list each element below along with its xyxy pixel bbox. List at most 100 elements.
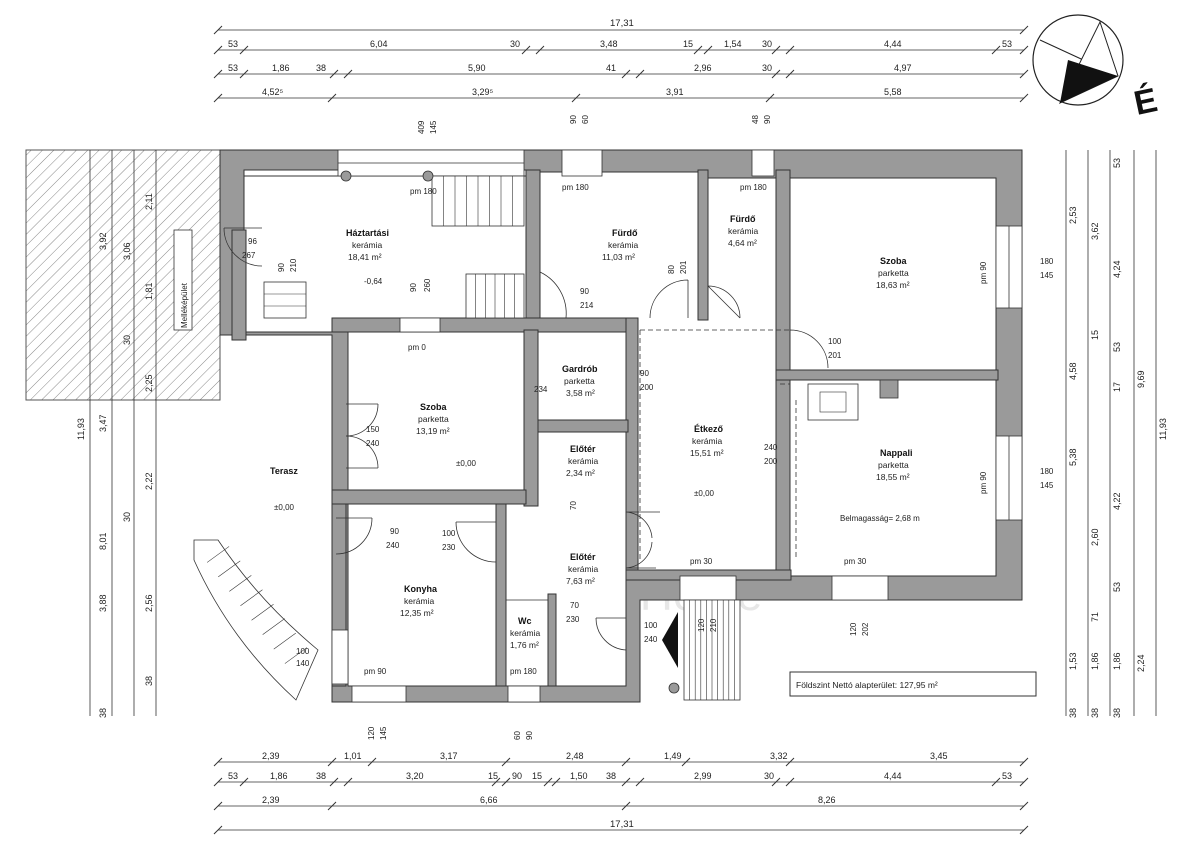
dim-top: 6,04 bbox=[370, 39, 388, 49]
opening-label: 180 bbox=[1040, 467, 1054, 476]
room-name: Terasz bbox=[270, 466, 298, 476]
room-floor: kerámia bbox=[728, 226, 759, 236]
room-area: 15,51 m² bbox=[690, 448, 724, 458]
drawing-line bbox=[1019, 25, 1029, 35]
opening-label: 145 bbox=[429, 120, 438, 134]
dim-bottom: 53 bbox=[1002, 771, 1012, 781]
dim-right: 38 bbox=[1090, 708, 1100, 718]
room-name: Wc bbox=[518, 616, 532, 626]
bottom-dimensions: 2,39 1,01 3,17 2,48 1,49 3,32 3,45 53 1,… bbox=[213, 751, 1029, 835]
level-mark: -0,64 bbox=[364, 277, 383, 286]
room-area: 2,34 m² bbox=[566, 468, 595, 478]
room-floor: parketta bbox=[878, 460, 909, 470]
room-name: Háztartási bbox=[346, 228, 389, 238]
opening-label: pm 0 bbox=[408, 343, 426, 352]
opening-label: 140 bbox=[296, 659, 310, 668]
dim-right: 2,24 bbox=[1136, 654, 1146, 672]
dim-top: 53 bbox=[228, 39, 238, 49]
room-floor: parketta bbox=[564, 376, 595, 386]
dim-right: 17 bbox=[1112, 382, 1122, 392]
opening-label: pm 180 bbox=[510, 667, 537, 676]
dim-bottom: 3,17 bbox=[440, 751, 458, 761]
dim-right: 38 bbox=[1112, 708, 1122, 718]
dim-bottom: 30 bbox=[764, 771, 774, 781]
dim-bottom: 53 bbox=[228, 771, 238, 781]
opening-label: 201 bbox=[828, 351, 842, 360]
room-name: Gardrób bbox=[562, 364, 598, 374]
drawing-line bbox=[213, 93, 223, 103]
opening-label: 100 bbox=[296, 647, 310, 656]
opening-label: 234 bbox=[534, 385, 548, 394]
level-mark: ±0,00 bbox=[456, 459, 477, 468]
level-mark: ±0,00 bbox=[274, 503, 295, 512]
opening-label: pm 90 bbox=[979, 471, 988, 494]
drawing-line bbox=[1019, 825, 1029, 835]
opening-label: 267 bbox=[242, 251, 256, 260]
drawing-line bbox=[785, 757, 795, 767]
drawing-line bbox=[213, 777, 223, 787]
dim-bottom: 2,48 bbox=[566, 751, 584, 761]
drawing-line bbox=[693, 45, 703, 55]
drawing-line bbox=[501, 777, 511, 787]
drawing-line bbox=[213, 825, 223, 835]
room-floor: parketta bbox=[418, 414, 449, 424]
drawing-line bbox=[229, 575, 252, 592]
opening-label: 90 bbox=[277, 263, 286, 272]
opening-label: 70 bbox=[570, 601, 579, 610]
dim-right: 4,22 bbox=[1112, 492, 1122, 510]
dim-right: 53 bbox=[1112, 342, 1122, 352]
room-area: 7,63 m² bbox=[566, 576, 595, 586]
room-floor: kerámia bbox=[568, 456, 599, 466]
room-area: 11,03 m² bbox=[602, 252, 635, 262]
dim-right: 9,69 bbox=[1136, 370, 1146, 388]
room-name: Szoba bbox=[880, 256, 907, 266]
drawing-line bbox=[621, 69, 631, 79]
room-name: Konyha bbox=[404, 584, 438, 594]
drawing-line bbox=[213, 757, 223, 767]
drawing-line bbox=[681, 757, 691, 767]
north-letter: É bbox=[1131, 81, 1161, 123]
area-legend: Földszint Nettó alapterület: 127,95 m² bbox=[789, 671, 1037, 697]
opening-label: 90 bbox=[580, 287, 589, 296]
drawing-line bbox=[785, 777, 795, 787]
dim-right: 53 bbox=[1112, 582, 1122, 592]
dim-bottom-total: 17,31 bbox=[610, 819, 634, 830]
drawing-line bbox=[703, 45, 713, 55]
drawing-line bbox=[262, 618, 285, 635]
dim-right: 1,53 bbox=[1068, 652, 1078, 670]
dim-bottom: 90 bbox=[512, 771, 522, 781]
opening-label: 230 bbox=[566, 615, 580, 624]
dim-right: 5,38 bbox=[1068, 448, 1078, 466]
drawing-line bbox=[621, 777, 631, 787]
dim-right: 4,24 bbox=[1112, 260, 1122, 278]
drawing-line bbox=[329, 777, 339, 787]
room-area: 3,58 m² bbox=[566, 388, 595, 398]
opening-label: pm 180 bbox=[740, 183, 767, 192]
dim-right: 71 bbox=[1090, 612, 1100, 622]
opening-label: 260 bbox=[423, 278, 432, 292]
drawing-line bbox=[327, 757, 337, 767]
drawing-line bbox=[213, 801, 223, 811]
dim-top: 3,29⁵ bbox=[472, 87, 494, 97]
dim-top: 5,90 bbox=[468, 63, 486, 73]
drawing-line bbox=[771, 69, 781, 79]
opening-label: 202 bbox=[861, 622, 870, 636]
opening-label: 180 bbox=[1040, 257, 1054, 266]
opening-label: 90 bbox=[569, 115, 578, 124]
opening-label: 200 bbox=[640, 383, 654, 392]
drawing-line bbox=[1019, 93, 1029, 103]
room-name: Előtér bbox=[570, 444, 596, 454]
dim-top-total: 17,31 bbox=[610, 18, 634, 29]
drawing-line bbox=[991, 45, 1001, 55]
drawing-line bbox=[785, 69, 795, 79]
level-mark: ±0,00 bbox=[694, 489, 715, 498]
room-name: Étkező bbox=[694, 424, 724, 434]
dim-left: 11,93 bbox=[76, 418, 86, 440]
opening-label: 100 bbox=[442, 529, 456, 538]
drawing-line bbox=[1019, 801, 1029, 811]
dim-bottom: 38 bbox=[606, 771, 616, 781]
dim-bottom: 1,01 bbox=[344, 751, 362, 761]
dim-top: 1,54 bbox=[724, 39, 742, 49]
opening-label: 48 bbox=[751, 115, 760, 124]
